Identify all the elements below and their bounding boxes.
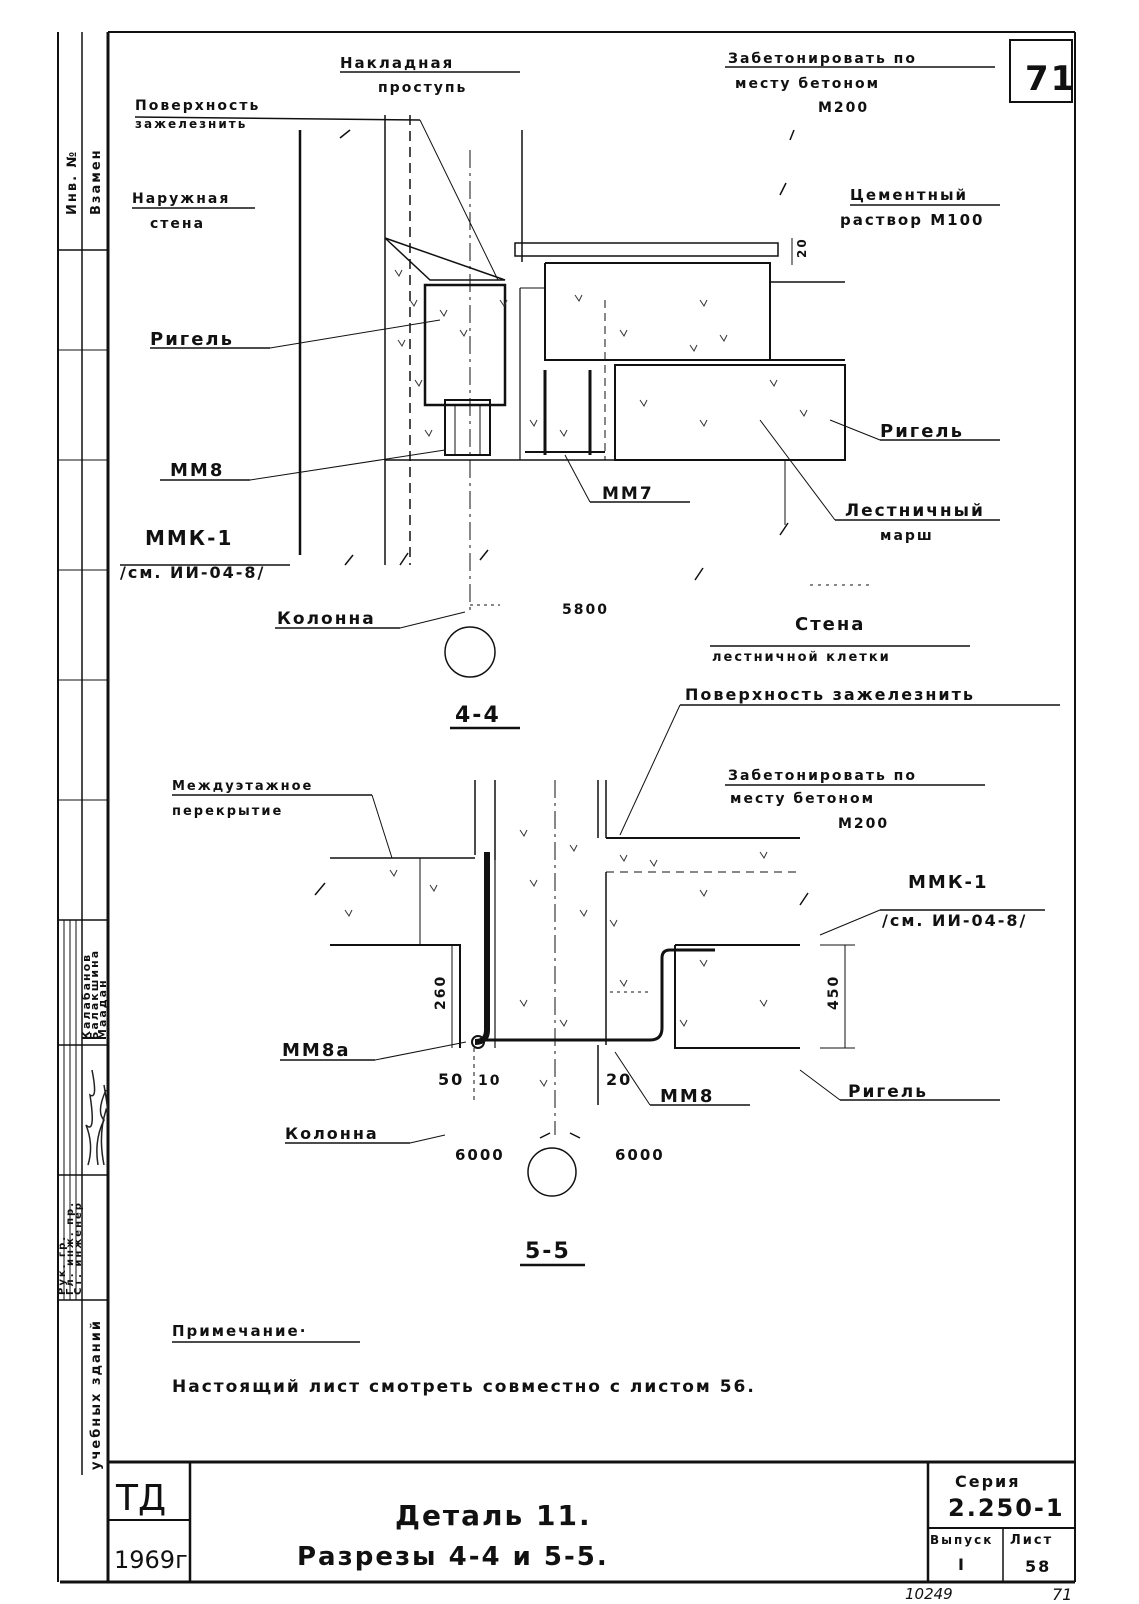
dim-5800: 5800 — [562, 602, 609, 618]
label-nakladnaya-1: Накладная — [340, 54, 454, 72]
sheet-label: Лист — [1010, 1533, 1053, 1548]
label-floor-2: перекрытие — [172, 804, 283, 819]
note-heading: Примечание· — [172, 1322, 307, 1340]
section-4-4-stipple — [394, 269, 808, 437]
section-5-5: Поверхность зажелезнить Забетонировать п… — [172, 685, 1060, 1267]
label-stair-wall-2: лестничной клетки — [712, 650, 891, 665]
title-org: ТД — [115, 1478, 166, 1519]
label-stair-2: марш — [880, 528, 934, 544]
dim-6000-left: 6000 — [455, 1146, 505, 1164]
label-concrete-5-5-1: Забетонировать по — [728, 768, 917, 784]
label-stair-wall-1: Стена — [795, 614, 865, 635]
archive-number: 10249 — [905, 1585, 953, 1603]
dim-20-top: 20 — [795, 237, 809, 258]
label-outer-wall-1: Наружная — [132, 191, 230, 207]
label-surface-2: зажелезнить — [135, 117, 247, 131]
label-rigel-left: Ригель — [150, 329, 234, 350]
label-mm8-4-4: ММ8 — [170, 460, 224, 481]
label-mm8a: ММ8а — [282, 1040, 351, 1061]
dim-450: 450 — [826, 975, 842, 1010]
side-stamp: Инв. № Взамен Рук. гр. Гл. инж. пр. Ст. … — [57, 148, 109, 1470]
section-5-5-stipple — [344, 829, 768, 1087]
title-block: ТД 1969г Деталь 11. Разрезы 4-4 и 5-5. С… — [114, 1472, 1072, 1604]
note: Примечание· Настоящий лист смотреть совм… — [172, 1322, 756, 1397]
issue-label: Выпуск — [930, 1533, 993, 1547]
section-label-5-5: 5-5 — [525, 1239, 571, 1264]
dim-6000-right: 6000 — [615, 1146, 665, 1164]
label-concrete-2: месту бетоном — [735, 76, 880, 92]
stamp-signatures — [85, 1069, 109, 1166]
label-concrete-3: М200 — [818, 100, 869, 116]
label-mmk-ref-4-4: /см. ИИ-04-8/ — [120, 563, 265, 582]
sheet-number-box: 71 — [1025, 59, 1076, 99]
series-value: 2.250-1 — [948, 1494, 1065, 1522]
title-line-1: Деталь 11. — [395, 1499, 592, 1532]
label-concrete-1: Забетонировать по — [728, 51, 917, 67]
stamp-inv-no: Инв. № — [65, 150, 80, 215]
label-mortar-1: Цементный — [850, 186, 968, 204]
section-5-5-geometry — [172, 704, 1060, 1267]
label-column-5-5: Колонна — [285, 1124, 379, 1143]
sheet-frame — [57, 31, 1076, 1584]
stamp-name-1: Калабанов — [80, 953, 93, 1040]
label-concrete-5-5-3: М200 — [838, 816, 889, 832]
label-concrete-5-5-2: месту бетоном — [730, 791, 875, 807]
section-4-4-geometry — [120, 66, 1000, 730]
label-mortar-2: раствор М100 — [840, 211, 984, 229]
label-mmk-1-4-4: ММК-1 — [145, 526, 233, 550]
section-label-4-4: 4-4 — [455, 703, 501, 728]
label-outer-wall-2: стена — [150, 216, 205, 232]
stamp-name-3: Маадан — [96, 978, 109, 1040]
dim-260: 260 — [433, 975, 449, 1010]
label-mm8-5-5: ММ8 — [660, 1086, 714, 1107]
stamp-head-3: Ст. инженер — [73, 1201, 84, 1295]
title-year: 1969г — [114, 1546, 188, 1574]
label-floor-1: Междуэтажное — [172, 779, 313, 794]
label-mm7: ММ7 — [602, 484, 654, 504]
dim-10: 10 — [478, 1073, 501, 1089]
note-text: Настоящий лист смотреть совместно с лист… — [172, 1377, 756, 1397]
stamp-buildings: учебных зданий — [89, 1319, 104, 1470]
dim-50: 50 — [438, 1070, 464, 1089]
issue-value: I — [958, 1555, 966, 1574]
sheet-value: 58 — [1025, 1557, 1051, 1576]
stamp-name-2: Балакшина — [88, 949, 101, 1040]
label-rigel-right: Ригель — [880, 421, 964, 442]
series-label: Серия — [955, 1472, 1021, 1491]
label-surface-1: Поверхность — [135, 98, 260, 114]
label-column-4-4: Колонна — [277, 609, 376, 629]
section-4-4: Накладная проступь Поверхность зажелезни… — [120, 51, 1000, 730]
label-nakladnaya-2: проступь — [378, 80, 467, 96]
label-mmk-1-5-5: ММК-1 — [908, 872, 989, 893]
stamp-head-1: Рук. гр. — [57, 1235, 68, 1295]
label-surface-5-5: Поверхность зажелезнить — [685, 685, 975, 704]
label-rigel-5-5: Ригель — [848, 1082, 928, 1102]
title-line-2: Разрезы 4-4 и 5-5. — [297, 1542, 609, 1572]
dim-20-5-5: 20 — [606, 1070, 632, 1089]
page-corner-number: 71 — [1052, 1585, 1072, 1604]
label-stair-1: Лестничный — [845, 501, 985, 521]
stamp-replace: Взамен — [89, 148, 104, 215]
stamp-head-2: Гл. инж. пр. — [65, 1201, 76, 1295]
label-mmk-ref-5-5: /см. ИИ-04-8/ — [882, 911, 1027, 930]
